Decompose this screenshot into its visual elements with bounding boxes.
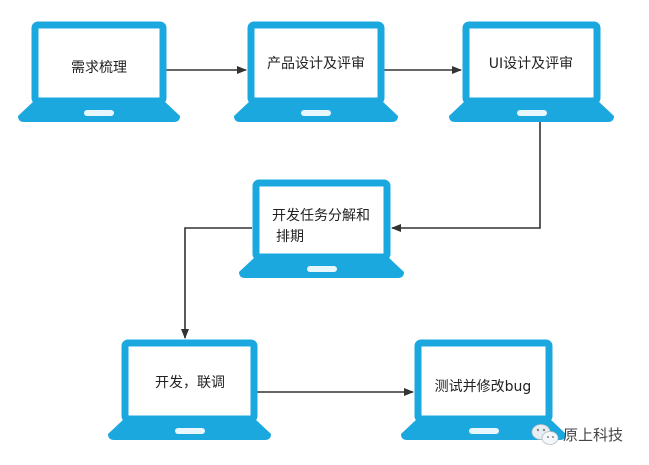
node-label: 开发，联调 bbox=[155, 375, 225, 391]
node-label-line-1: 开发任务分解和 bbox=[272, 208, 370, 224]
arrow-4-to-5 bbox=[181, 227, 252, 339]
node-label: 产品设计及评审 bbox=[267, 56, 365, 72]
laptop-node-development: 开发，联调 bbox=[108, 339, 271, 440]
laptop-node-task-breakdown: 开发任务分解和 排期 bbox=[239, 179, 404, 278]
node-label: UI设计及评审 bbox=[489, 56, 573, 72]
laptop-node-testing: 测试并修改bug bbox=[401, 339, 566, 440]
node-label-line-2: 排期 bbox=[276, 229, 304, 245]
watermark: 原上科技 bbox=[531, 424, 623, 445]
node-label: 需求梳理 bbox=[71, 60, 127, 76]
wechat-icon bbox=[531, 424, 559, 445]
watermark-text: 原上科技 bbox=[563, 426, 623, 444]
laptop-node-ui-design: UI设计及评审 bbox=[449, 21, 614, 122]
laptop-node-product-design: 产品设计及评审 bbox=[234, 21, 398, 122]
laptop-node-requirements: 需求梳理 bbox=[18, 21, 180, 122]
node-label: 测试并修改bug bbox=[435, 379, 532, 395]
arrow-3-to-4 bbox=[391, 103, 541, 232]
